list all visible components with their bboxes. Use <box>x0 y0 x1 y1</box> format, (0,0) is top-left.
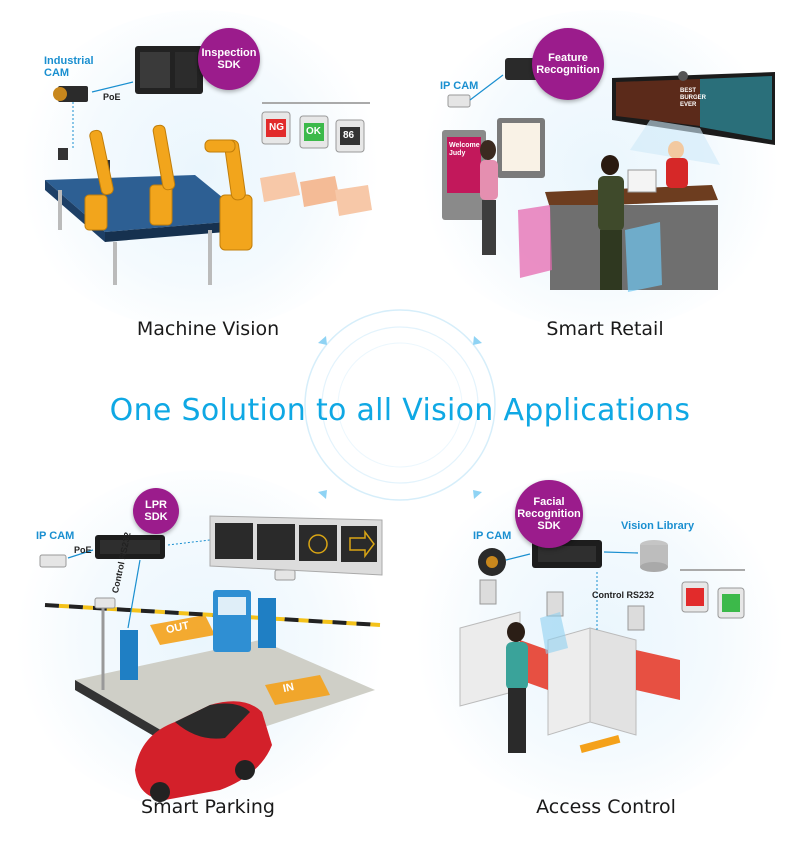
signage-text: BEST BURGER EVER <box>680 88 707 108</box>
ip-cam-label-retail: IP CAM <box>440 80 479 92</box>
machine-vision-label: Machine Vision <box>136 318 280 340</box>
lpr-sdk-badge: LPR SDK <box>133 488 179 534</box>
poe-label-parking: PoE <box>74 545 92 555</box>
facial-recognition-sdk-badge: Facial Recognition SDK <box>515 480 583 548</box>
indicator-count: 86 <box>343 130 355 141</box>
industrial-cam-label: Industrial CAM <box>44 55 94 79</box>
headline: One Solution to all Vision Applications <box>109 393 691 428</box>
vision-library-label: Vision Library <box>621 520 695 532</box>
indicator-ok: OK <box>306 126 321 137</box>
access-control-label: Access Control <box>536 796 676 818</box>
kiosk-welcome-text: Welcome Judy <box>449 142 480 157</box>
inspection-sdk-badge: Inspection SDK <box>198 28 260 90</box>
feature-recognition-badge: Feature Recognition <box>532 28 604 100</box>
smart-parking-label: Smart Parking <box>141 796 275 818</box>
poe-label-machine: PoE <box>103 92 121 102</box>
control-rs232-label-access: Control RS232 <box>592 590 655 600</box>
smart-retail-label: Smart Retail <box>546 318 664 340</box>
indicator-ng: NG <box>269 122 284 133</box>
ip-cam-label-access: IP CAM <box>473 530 512 542</box>
ip-cam-label-parking: IP CAM <box>36 530 75 542</box>
